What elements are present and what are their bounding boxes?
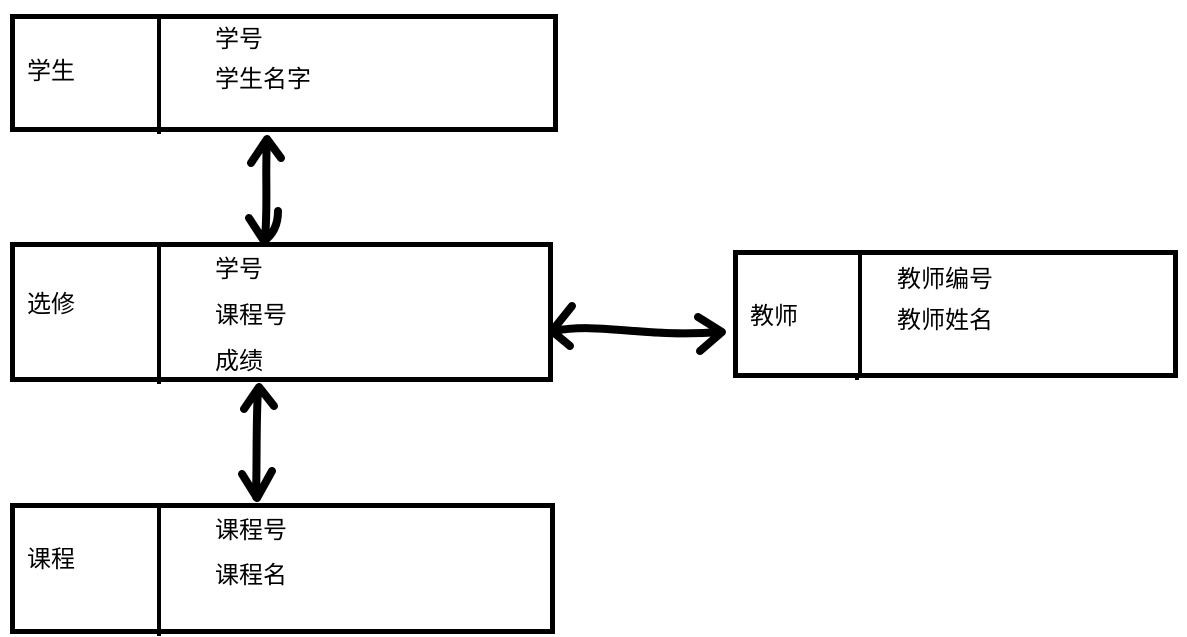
attribute-text: 课程号 [215,517,287,544]
divider-tick [157,377,161,384]
entity-student-label-cell: 学生 [15,19,161,127]
attribute-text: 学生名字 [215,66,311,93]
entity-student: 学生 学号 学生名字 [10,14,558,132]
entity-course-label-cell: 课程 [15,508,161,629]
attribute-text: 成绩 [215,348,263,375]
attribute-text: 课程号 [215,302,287,329]
entity-course-label: 课程 [27,546,75,573]
entity-teacher-attributes: 教师编号 教师姓名 [862,255,1173,373]
arrow-student-elective [245,135,285,245]
divider-tick [157,629,161,636]
entity-teacher: 教师 教师编号 教师姓名 [733,250,1178,378]
entity-teacher-label: 教师 [750,302,798,330]
attribute-text: 教师编号 [897,266,993,293]
arrow-elective-course [238,383,278,502]
entity-course: 课程 课程号 课程名 [10,503,555,634]
entity-elective-attributes: 学号 课程号 成绩 [161,247,548,377]
attribute-text: 学号 [215,256,263,283]
entity-course-attributes: 课程号 课程名 [161,508,550,629]
entity-student-label: 学生 [27,57,75,85]
divider-tick [157,127,161,134]
entity-student-attributes: 学号 学生名字 [161,19,553,127]
attribute-text: 学号 [215,26,263,53]
attribute-text: 课程名 [215,562,287,589]
divider-tick [855,373,859,380]
attribute-text: 教师姓名 [897,307,993,334]
entity-elective-label-cell: 选修 [15,247,161,377]
entity-teacher-label-cell: 教师 [738,255,862,373]
entity-elective: 选修 学号 课程号 成绩 [10,242,553,382]
arrow-elective-teacher [548,302,726,355]
entity-elective-label: 选修 [27,290,75,318]
